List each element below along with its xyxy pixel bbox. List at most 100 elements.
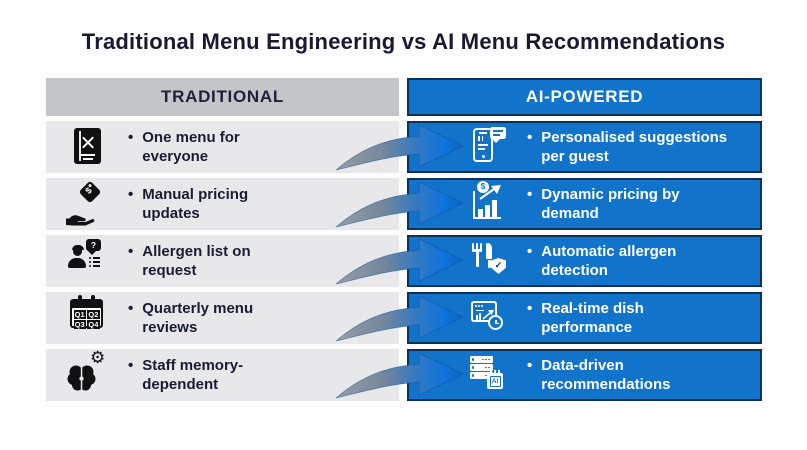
transition-arrow — [335, 124, 464, 171]
traditional-row-allergen-list: ? • Allergen list on request — [46, 235, 399, 287]
row-text: • Staff memory- dependent — [128, 356, 243, 394]
row-text: • Personalised suggestions per guest — [527, 128, 727, 166]
allergen-question-icon: ? — [65, 238, 111, 284]
bullet: • — [128, 243, 134, 260]
ai-row-dish-performance: • Real-time dish performance — [407, 292, 762, 344]
row-label: Manual pricing updates — [142, 186, 249, 222]
row-label: Staff memory- dependent — [142, 357, 244, 393]
price-tag-dollar: $ — [83, 185, 94, 196]
chat-bubble-tail — [492, 139, 500, 147]
report-window — [471, 301, 497, 322]
server-unit — [470, 364, 493, 371]
row-label: Quarterly menu reviews — [142, 300, 254, 336]
calendar-body: Q1 Q2 Q3 Q4 — [70, 299, 103, 329]
phone-suggestions-icon — [465, 124, 511, 170]
person-head — [73, 247, 82, 256]
ai-column-header: AI-POWERED — [407, 78, 762, 116]
traditional-row-manual-pricing: $ • Manual pricing updates — [46, 178, 399, 230]
dynamic-pricing-chart-icon: $ — [465, 181, 511, 227]
brain-shape — [67, 365, 96, 391]
allergen-detection-icon: ✓ — [465, 238, 511, 284]
row-text: • Automatic allergen detection — [527, 242, 676, 280]
fork-tine — [480, 243, 482, 251]
calendar-cell-q4: Q4 — [87, 320, 100, 329]
row-label: Allergen list on request — [142, 243, 251, 279]
ai-row-personalised-suggestions: • Personalised suggestions per guest — [407, 121, 762, 173]
calendar-grid: Q1 Q2 Q3 Q4 — [72, 308, 101, 329]
pricing-hand-icon: $ — [65, 180, 111, 227]
row-text: • Dynamic pricing by demand — [527, 185, 680, 223]
calendar-cell-q2: Q2 — [87, 309, 100, 319]
bullet: • — [527, 186, 533, 203]
bullet: • — [527, 129, 533, 146]
bullet: • — [128, 300, 134, 317]
phone-shape — [473, 128, 493, 162]
row-label: Real-time dish performance — [541, 300, 644, 336]
traditional-row-one-menu: • One menu for everyone — [46, 121, 399, 173]
transition-arrow — [335, 352, 464, 399]
brain-gear-icon: ⚙ — [65, 348, 111, 398]
hand-shape — [66, 215, 95, 226]
chat-bubble — [490, 127, 506, 139]
transition-arrow — [335, 295, 464, 342]
traditional-row-quarterly-reviews: Q1 Q2 Q3 Q4 • Quarterly menu reviews — [46, 292, 399, 344]
row-text: • Manual pricing updates — [128, 185, 248, 223]
question-bubble-tail — [88, 251, 96, 259]
bullet: • — [128, 129, 134, 146]
list-line — [89, 261, 100, 263]
menu-card-shape — [74, 128, 101, 164]
calendar-cell-q1: Q1 — [73, 309, 86, 319]
row-label: Data-driven recommendations — [541, 357, 671, 393]
calendar-cell-q3: Q3 — [73, 320, 86, 329]
ai-header-label: AI-POWERED — [525, 87, 644, 106]
ai-row-dynamic-pricing: $ • Dynamic pricing by demand — [407, 178, 762, 230]
row-text: • Allergen list on request — [128, 242, 251, 280]
dollar-coin: $ — [477, 181, 489, 193]
fork-handle — [476, 251, 479, 267]
bullet: • — [527, 243, 533, 260]
calendar-quarters-icon: Q1 Q2 Q3 Q4 — [65, 295, 111, 341]
shield-check: ✓ — [491, 258, 506, 274]
ai-chip: AI — [487, 370, 503, 389]
ai-chip-label: AI — [489, 375, 501, 387]
row-text: • Data-driven recommendations — [527, 356, 670, 394]
dish-performance-icon — [465, 295, 511, 341]
fork-tine — [472, 243, 474, 251]
server-unit — [470, 356, 493, 363]
row-label: Personalised suggestions per guest — [541, 129, 728, 165]
row-text: • Real-time dish performance — [527, 299, 644, 337]
bullet: • — [128, 357, 134, 374]
question-bubble: ? — [86, 239, 101, 251]
menu-text-line — [83, 158, 93, 160]
page-title: Traditional Menu Engineering vs AI Menu … — [81, 29, 726, 54]
knife-blade — [486, 243, 492, 259]
traditional-header-label: TRADITIONAL — [161, 87, 284, 106]
fork-base — [472, 249, 482, 252]
menu-fold-line — [79, 131, 81, 161]
row-label: Automatic allergen detection — [541, 243, 677, 279]
knife-handle — [488, 260, 491, 268]
row-text: • One menu for everyone — [128, 128, 240, 166]
data-server-ai-icon: AI — [465, 352, 511, 398]
person-body — [68, 258, 86, 268]
traditional-column-header: TRADITIONAL — [46, 78, 399, 116]
menu-icon — [65, 124, 111, 170]
bullet: • — [128, 186, 134, 203]
bullet: • — [527, 300, 533, 317]
traditional-row-staff-memory: ⚙ • Staff memory- dependent — [46, 349, 399, 401]
transition-arrow — [335, 181, 464, 228]
clock-shape — [488, 315, 503, 330]
menu-text-line — [81, 154, 95, 156]
list-line — [89, 257, 100, 259]
trend-arrow — [479, 185, 501, 200]
bullet: • — [527, 357, 533, 374]
row-text: • Quarterly menu reviews — [128, 299, 253, 337]
ai-row-data-driven: AI • Data-driven recommendations — [407, 349, 762, 401]
row-label: Dynamic pricing by demand — [541, 186, 680, 222]
ai-row-allergen-detection: ✓ • Automatic allergen detection — [407, 235, 762, 287]
fork-tine — [476, 243, 478, 251]
list-line — [89, 265, 100, 267]
gear-glyph: ⚙ — [90, 348, 106, 367]
transition-arrow — [335, 238, 464, 285]
